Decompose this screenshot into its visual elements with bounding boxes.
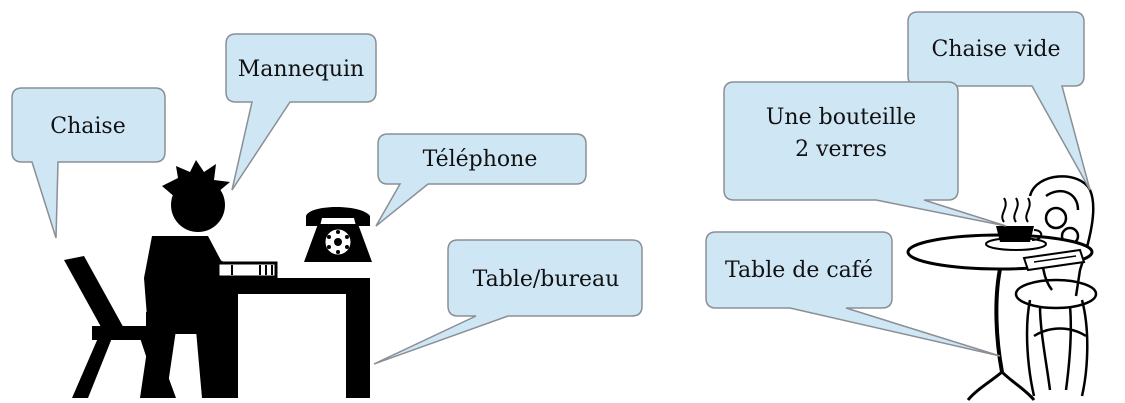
label-chaise-vide: Chaise vide [931,37,1060,62]
right-scene: Chaise vide Une bouteille 2 verres Table… [705,11,1098,401]
coffee-cup-icon [985,197,1047,251]
callout-bouteille-verres: Une bouteille 2 verres [723,81,1007,227]
person-silhouette-icon [140,160,230,398]
label-mannequin: Mannequin [238,57,364,82]
label-verres: 2 verres [795,137,887,162]
label-telephone: Téléphone [423,147,538,172]
callout-table-bureau: Table/bureau [373,239,643,365]
newspaper-icon [1022,248,1086,272]
label-chaise: Chaise [50,114,125,139]
telephone-icon [304,207,372,262]
callout-chaise-vide: Chaise vide [907,11,1091,191]
callout-telephone: Téléphone [375,133,587,227]
callout-chaise: Chaise [11,87,166,239]
callout-table-de-cafe: Table de café [705,231,1001,357]
label-table-bureau: Table/bureau [473,267,620,292]
cafe-chair-icon [1014,175,1098,397]
label-bouteille: Une bouteille [766,105,916,130]
left-scene: Chaise Mannequin Téléphone Table/bureau [11,33,643,398]
callout-mannequin: Mannequin [225,33,377,191]
label-table-de-cafe: Table de café [725,258,873,283]
desk-icon [200,261,370,398]
